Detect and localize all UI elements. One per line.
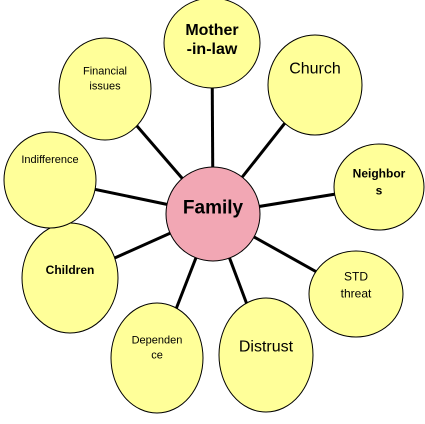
node-neighbors-label-line: Neighbor [353,167,406,181]
node-church-label-line: Church [289,61,341,78]
node-children-circle [21,222,119,334]
node-std-threat-circle [308,250,404,338]
node-mother-in-law-label-line: Mother [185,22,238,39]
node-neighbors-label-line: s [376,184,383,198]
node-std-threat: STD threat [308,250,404,338]
node-children: Children [21,222,119,334]
node-mother-in-law: Mother -in-law [163,0,261,89]
node-dependence-label-line: Dependen [132,335,183,347]
center-node-circle [165,166,261,262]
node-distrust-circle [218,297,314,413]
node-neighbors: Neighbor s [333,143,425,231]
node-financial-issues-label-line: issues [89,81,121,93]
node-indifference-circle [3,131,97,229]
center-node: Family [165,166,261,262]
node-mother-in-law-label-line: -in-law [187,41,238,58]
node-church-circle [267,34,363,136]
node-indifference: Indifference [3,131,97,229]
node-neighbors-circle [333,143,425,231]
node-distrust: Distrust [218,297,314,413]
node-children-label-line: Children [46,263,95,277]
node-std-threat-label-line: threat [341,287,372,301]
node-financial-issues-circle [58,37,152,141]
node-indifference-label-line: Indifference [21,154,78,166]
node-dependence-circle [110,302,204,414]
node-distrust-label-line: Distrust [239,339,294,356]
node-church: Church [267,34,363,136]
node-std-threat-label-line: STD [344,270,368,284]
node-dependence-label-line: ce [151,350,163,362]
center-node-label-line: Family [183,198,244,219]
node-financial-issues: Financial issues [58,37,152,141]
node-mother-in-law-circle [163,0,261,89]
node-financial-issues-label-line: Financial [83,66,127,78]
node-dependence: Dependen ce [110,302,204,414]
